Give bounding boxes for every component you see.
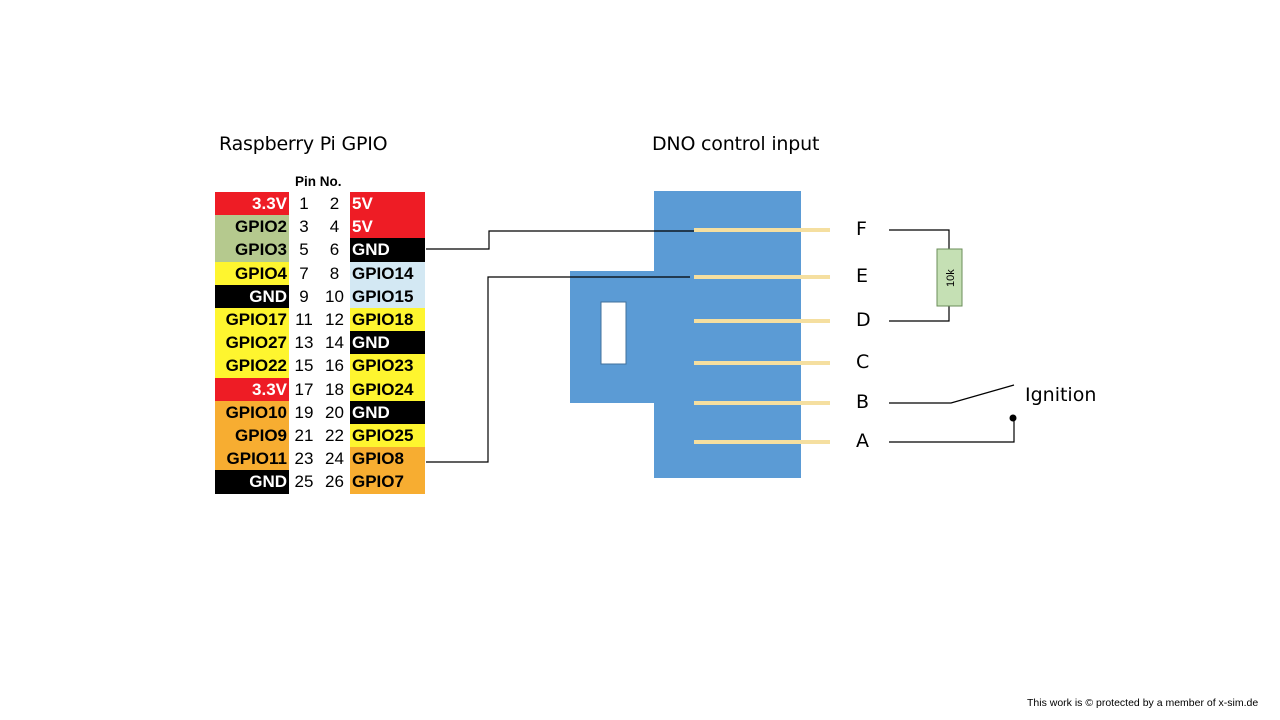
pin-number-right: 12 xyxy=(325,310,344,329)
gpio-right-label: GPIO25 xyxy=(350,424,425,448)
pin-number-right: 14 xyxy=(325,333,344,353)
gpio-left-label: GPIO17 xyxy=(215,308,289,332)
connector-pin-label: E xyxy=(856,265,869,287)
gpio-right-label: GPIO24 xyxy=(350,377,425,401)
wire-gnd-to-f xyxy=(426,230,694,250)
gpio-right-label: 5V xyxy=(350,215,425,239)
pin-number-header: Pin No. xyxy=(295,174,342,189)
pin-number-right: 16 xyxy=(325,356,344,376)
connector-pin-label: D xyxy=(856,309,871,331)
gpio-left-label: 3.3V xyxy=(215,377,289,401)
pin-number-left: 1 xyxy=(299,194,309,213)
gpio-row: GPIO17 11 12 GPIO18 xyxy=(215,308,425,332)
pin-number-right: 22 xyxy=(325,426,344,445)
gpio-right-label: GPIO23 xyxy=(350,354,425,378)
gpio-left-label: GPIO27 xyxy=(215,331,289,355)
pin-number-right: 10 xyxy=(325,286,344,306)
gpio-right-label: 5V xyxy=(350,192,425,216)
gpio-left-label: GPIO22 xyxy=(215,354,289,378)
pin-number-left: 3 xyxy=(299,217,309,237)
pin-number-left: 9 xyxy=(299,286,309,306)
connector-pin-label: A xyxy=(856,430,869,452)
gpio-left-label: 3.3V xyxy=(215,192,289,216)
copyright-footer: This work is © protected by a member of … xyxy=(1027,697,1259,709)
pin-number-left: 19 xyxy=(294,402,314,422)
pin-number-left: 25 xyxy=(294,472,314,492)
gpio-left-label: GPIO10 xyxy=(215,400,289,424)
gpio-right-label: GND xyxy=(350,331,425,355)
gpio-right-label: GND xyxy=(350,238,425,262)
pin-number-left: 13 xyxy=(294,333,314,353)
gpio-right-label: GPIO15 xyxy=(350,284,425,308)
gpio-left-label: GND xyxy=(215,284,289,308)
gpio-right-label: GPIO18 xyxy=(350,308,425,332)
gpio-right-label: GPIO7 xyxy=(350,470,425,494)
connector-latch-window xyxy=(600,301,627,365)
gpio-right-label: GND xyxy=(350,400,425,424)
gpio-left-label: GPIO2 xyxy=(215,215,289,239)
pin-number-right: 18 xyxy=(325,379,344,399)
gpio-left-label: GND xyxy=(215,470,289,494)
pin-number-right: 2 xyxy=(329,194,340,213)
pin-number-right: 24 xyxy=(325,449,344,469)
switch-contact xyxy=(1009,414,1017,422)
dno-title: DNO control input xyxy=(652,133,820,155)
gpio-title: Raspberry Pi GPIO xyxy=(219,133,388,155)
gpio-row: 3.3V 1 2 5V xyxy=(215,192,425,216)
resistor-label: 10k xyxy=(945,269,957,287)
pin-number-left: 17 xyxy=(294,379,314,399)
wire-a-to-switch xyxy=(889,418,1015,443)
connector-body xyxy=(654,191,801,478)
gpio-left-label: GPIO9 xyxy=(215,424,289,448)
pin-number-left: 23 xyxy=(294,449,314,469)
gpio-left-label: GPIO4 xyxy=(215,261,289,285)
gpio-right-label: GPIO8 xyxy=(350,447,425,471)
gpio-row: GND 9 10 GPIO15 xyxy=(215,284,425,308)
connector-pin-label: B xyxy=(856,391,870,413)
gpio-left-label: GPIO3 xyxy=(215,238,289,262)
wire-b-to-switch xyxy=(889,384,1015,404)
wire-d-to-resistor xyxy=(889,306,950,322)
connector-pin-label: C xyxy=(856,351,870,373)
pin-number-right: 8 xyxy=(329,263,340,283)
gpio-row: GPIO9 21 22 GPIO25 xyxy=(215,424,425,448)
pin-number-right: 20 xyxy=(325,402,344,422)
pin-number-left: 21 xyxy=(294,426,314,445)
pin-number-left: 5 xyxy=(299,240,309,260)
pin-number-left: 7 xyxy=(299,263,309,283)
pin-number-right: 26 xyxy=(325,472,344,492)
wire-f-to-resistor xyxy=(889,229,950,249)
connector-pin-label: F xyxy=(856,218,867,240)
gpio-left-label: GPIO11 xyxy=(215,447,289,471)
resistor-10k xyxy=(936,248,963,307)
pin-number-left: 15 xyxy=(294,356,314,376)
ignition-label: Ignition xyxy=(1025,384,1097,406)
pin-number-right: 6 xyxy=(329,240,340,260)
gpio-right-label: GPIO14 xyxy=(350,261,425,285)
wire-gpio8-to-e xyxy=(426,276,690,463)
pin-number-left: 11 xyxy=(295,310,313,329)
pin-number-right: 4 xyxy=(329,217,340,237)
